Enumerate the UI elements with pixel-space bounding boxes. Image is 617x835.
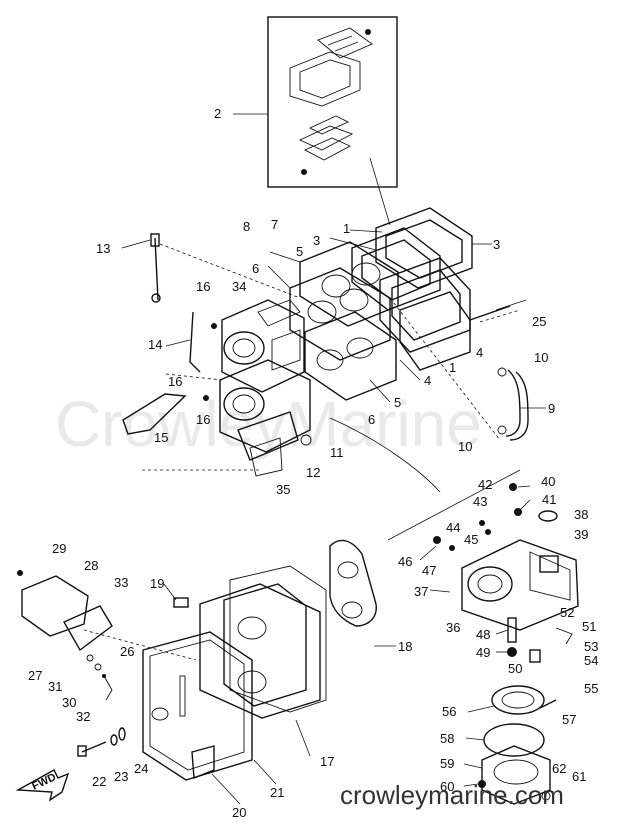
callout-39: 39 bbox=[574, 527, 588, 542]
callout-62: 62 bbox=[552, 761, 566, 776]
callout-33: 33 bbox=[114, 575, 128, 590]
callout-26: 26 bbox=[120, 644, 134, 659]
callout-57: 57 bbox=[562, 712, 576, 727]
callout-17: 17 bbox=[320, 754, 334, 769]
callout-44: 44 bbox=[446, 520, 460, 535]
leader-lines bbox=[121, 229, 546, 805]
callout-8: 8 bbox=[243, 219, 250, 234]
callout-19: 19 bbox=[150, 576, 164, 591]
callout-10: 10 bbox=[534, 350, 548, 365]
callout-7: 7 bbox=[271, 217, 278, 232]
callout-43: 43 bbox=[473, 494, 487, 509]
float-bowl-parts bbox=[478, 685, 557, 805]
callout-5: 5 bbox=[394, 395, 401, 410]
callout-12: 12 bbox=[306, 465, 320, 480]
callout-9: 9 bbox=[548, 401, 555, 416]
callout-1: 1 bbox=[343, 221, 350, 236]
callout-54: 54 bbox=[584, 653, 598, 668]
callout-52: 52 bbox=[560, 605, 574, 620]
callout-5: 5 bbox=[296, 244, 303, 259]
callout-25: 25 bbox=[532, 314, 546, 329]
callout-23: 23 bbox=[114, 769, 128, 784]
svg-text:FWD: FWD bbox=[30, 771, 58, 792]
callout-40: 40 bbox=[541, 474, 555, 489]
callout-60: 60 bbox=[440, 779, 454, 794]
callout-14: 14 bbox=[148, 337, 162, 352]
callout-42: 42 bbox=[478, 477, 492, 492]
bolt-washers bbox=[77, 727, 126, 757]
fwd-arrow-icon: FWD bbox=[15, 769, 70, 802]
callout-58: 58 bbox=[440, 731, 454, 746]
callout-61: 61 bbox=[572, 769, 586, 784]
watermark: CrowleyMarine bbox=[55, 388, 482, 460]
callout-31: 31 bbox=[48, 679, 62, 694]
callout-4: 4 bbox=[424, 373, 431, 388]
callout-59: 59 bbox=[440, 756, 454, 771]
callout-47: 47 bbox=[422, 563, 436, 578]
callout-37: 37 bbox=[414, 584, 428, 599]
callout-50: 50 bbox=[508, 661, 522, 676]
callout-28: 28 bbox=[84, 558, 98, 573]
callout-27: 27 bbox=[28, 668, 42, 683]
callout-15: 15 bbox=[154, 430, 168, 445]
callout-21: 21 bbox=[270, 785, 284, 800]
intake-silencer bbox=[142, 539, 377, 781]
callout-6: 6 bbox=[252, 261, 259, 276]
bracket-assembly bbox=[17, 570, 113, 701]
callout-48: 48 bbox=[476, 627, 490, 642]
callout-16: 16 bbox=[196, 412, 210, 427]
callout-34: 34 bbox=[232, 279, 246, 294]
linkage-and-hoses bbox=[122, 233, 529, 441]
callout-56: 56 bbox=[442, 704, 456, 719]
upper-carburetor bbox=[211, 299, 305, 393]
callout-49: 49 bbox=[476, 645, 490, 660]
callout-36: 36 bbox=[446, 620, 460, 635]
callout-38: 38 bbox=[574, 507, 588, 522]
callout-53: 53 bbox=[584, 639, 598, 654]
lower-carburetor bbox=[203, 359, 312, 477]
callout-22: 22 bbox=[92, 774, 106, 789]
footer-url: crowleymarine.com bbox=[340, 780, 564, 810]
callout-20: 20 bbox=[232, 805, 246, 820]
callout-55: 55 bbox=[584, 681, 598, 696]
float-carburetor bbox=[433, 483, 579, 663]
callout-11: 11 bbox=[330, 445, 344, 460]
callout-45: 45 bbox=[464, 532, 478, 547]
callout-46: 46 bbox=[398, 554, 412, 569]
assembly-lines bbox=[83, 157, 521, 661]
callout-24: 24 bbox=[134, 761, 148, 776]
callout-35: 35 bbox=[276, 482, 290, 497]
callout-16: 16 bbox=[196, 279, 210, 294]
callout-51: 51 bbox=[582, 619, 596, 634]
callout-4: 4 bbox=[476, 345, 483, 360]
callout-32: 32 bbox=[76, 709, 90, 724]
callout-41: 41 bbox=[542, 492, 556, 507]
reed-valve-inset bbox=[233, 16, 398, 188]
callout-30: 30 bbox=[62, 695, 76, 710]
callout-3: 3 bbox=[493, 237, 500, 252]
callout-29: 29 bbox=[52, 541, 66, 556]
callout-10: 10 bbox=[458, 439, 472, 454]
callout-13: 13 bbox=[96, 241, 110, 256]
callout-2: 2 bbox=[214, 106, 221, 121]
gasket-stack bbox=[289, 207, 527, 401]
callout-labels: 1 1 2 3 3 4 4 5 5 6 6 7 8 9 10 10 11 12 … bbox=[28, 106, 598, 820]
callout-3: 3 bbox=[313, 233, 320, 248]
callout-6: 6 bbox=[368, 412, 375, 427]
callout-1: 1 bbox=[449, 360, 456, 375]
callout-18: 18 bbox=[398, 639, 412, 654]
callout-16: 16 bbox=[168, 374, 182, 389]
